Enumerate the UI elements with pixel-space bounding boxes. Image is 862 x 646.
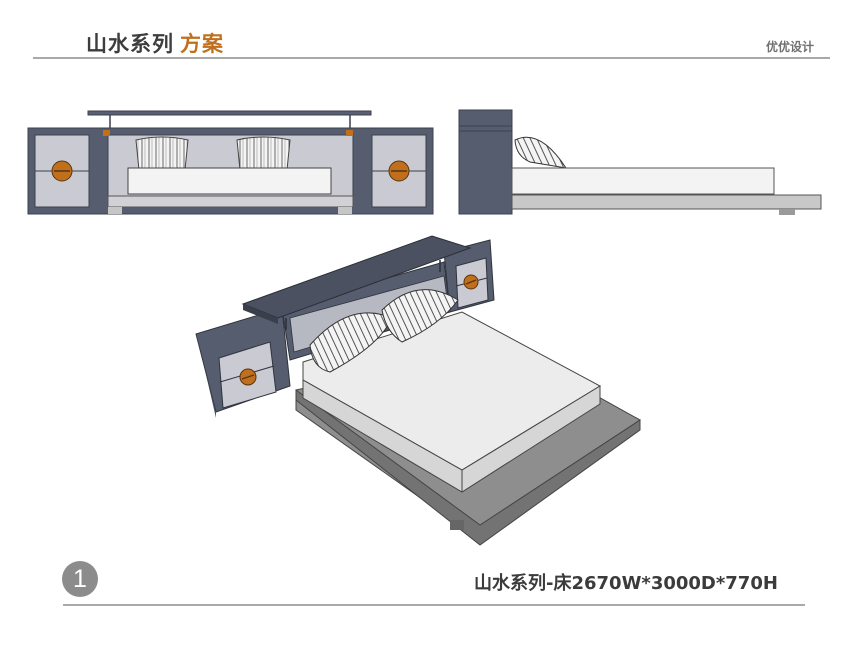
brand-name: 优优设计	[765, 40, 814, 54]
front-elevation-drawing	[27, 110, 434, 215]
page-header: 山水系列方案 优优设计	[0, 0, 862, 62]
page-number-badge: 1	[62, 561, 98, 597]
perspective-drawing	[195, 235, 641, 546]
title-series: 山水系列	[86, 32, 174, 56]
product-caption: 山水系列-床2670W*3000D*770H	[474, 573, 778, 594]
page-title: 山水系列方案	[86, 28, 224, 58]
footer-divider	[63, 604, 805, 606]
side-elevation-drawing	[458, 109, 822, 215]
title-scheme: 方案	[180, 32, 224, 56]
header-divider	[33, 57, 830, 59]
